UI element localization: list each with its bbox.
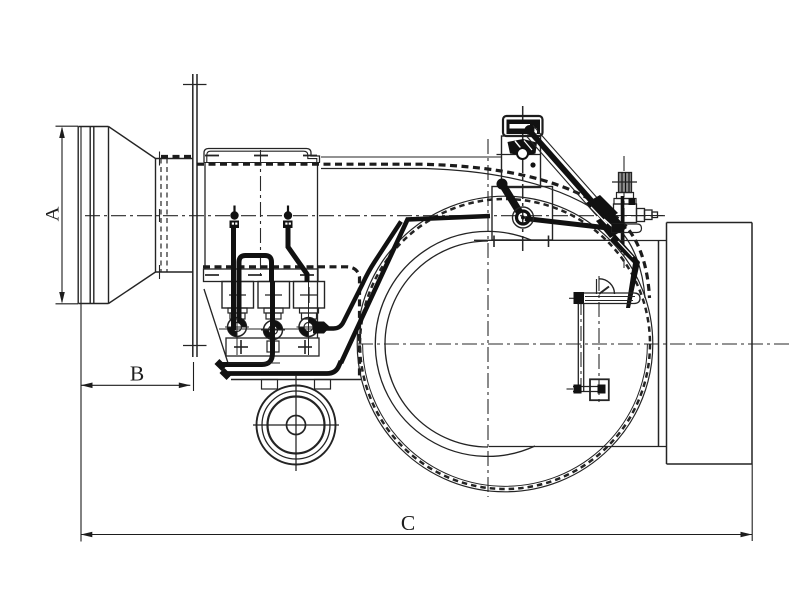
svg-text:A: A xyxy=(43,206,64,221)
svg-text:B: B xyxy=(130,362,144,386)
svg-text:C: C xyxy=(401,511,415,535)
